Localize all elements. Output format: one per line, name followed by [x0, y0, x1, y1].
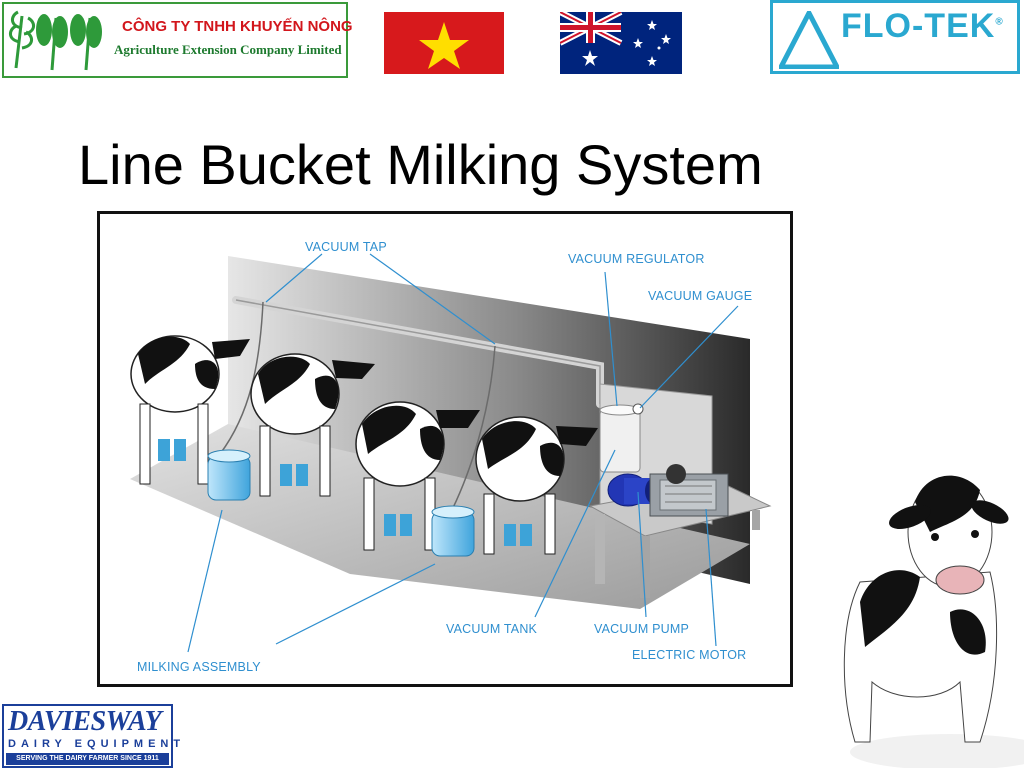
delta-triangle-icon [779, 11, 839, 69]
registered-mark: ® [995, 16, 1004, 28]
flotek-wordmark: FLO-TEK® [841, 7, 1004, 46]
daviesway-wordmark: DAVIESWAY [8, 706, 162, 737]
flotek-name: FLO-TEK [841, 7, 996, 45]
milking-system-illustration [130, 253, 772, 653]
flotek-logo: FLO-TEK® [770, 0, 1020, 74]
cow-1 [130, 335, 250, 485]
cow-photo-decoration [843, 475, 1024, 768]
slide-title: Line Bucket Milking System [78, 133, 763, 196]
milking-system-diagram: VACUUM TAP VACUUM REGULATOR VACUUM GAUGE… [97, 211, 793, 687]
cow-2 [250, 353, 375, 497]
kn-leaf-logo-icon [9, 10, 102, 71]
vietnam-flag [384, 12, 504, 74]
leader-lines [187, 253, 739, 653]
company-name-english: Agriculture Extension Company Limited [114, 42, 342, 57]
company-name-vietnamese: CÔNG TY TNHH KHUYẾN NÔNG [122, 18, 353, 35]
label-milking-assembly: MILKING ASSEMBLY [137, 660, 261, 674]
daviesway-tagline: SERVING THE DAIRY FARMER SINCE 1911 [6, 753, 169, 765]
label-vacuum-tap: VACUUM TAP [305, 240, 387, 254]
label-vacuum-gauge: VACUUM GAUGE [648, 289, 753, 303]
electric-motor [649, 464, 729, 517]
milking-bucket-right [431, 505, 475, 557]
hose-right [449, 345, 496, 515]
australia-flag-icon [560, 12, 671, 66]
label-vacuum-regulator: VACUUM REGULATOR [568, 252, 705, 266]
australia-flag [560, 12, 682, 74]
vacuum-tank [599, 403, 644, 473]
daviesway-subtitle: DAIRY EQUIPMENT [8, 738, 186, 750]
cow-4 [475, 416, 598, 555]
cow-3 [355, 401, 480, 551]
milking-bucket-left [207, 449, 251, 501]
yellow-star-icon [419, 22, 469, 69]
company-logo: CÔNG TY TNHH KHUYẾN NÔNG Agriculture Ext… [2, 2, 353, 78]
label-electric-motor: ELECTRIC MOTOR [632, 648, 747, 662]
label-vacuum-pump: VACUUM PUMP [594, 622, 690, 636]
daviesway-logo: DAVIESWAY DAIRY EQUIPMENT SERVING THE DA… [2, 704, 180, 768]
label-vacuum-tank: VACUUM TANK [446, 622, 538, 636]
